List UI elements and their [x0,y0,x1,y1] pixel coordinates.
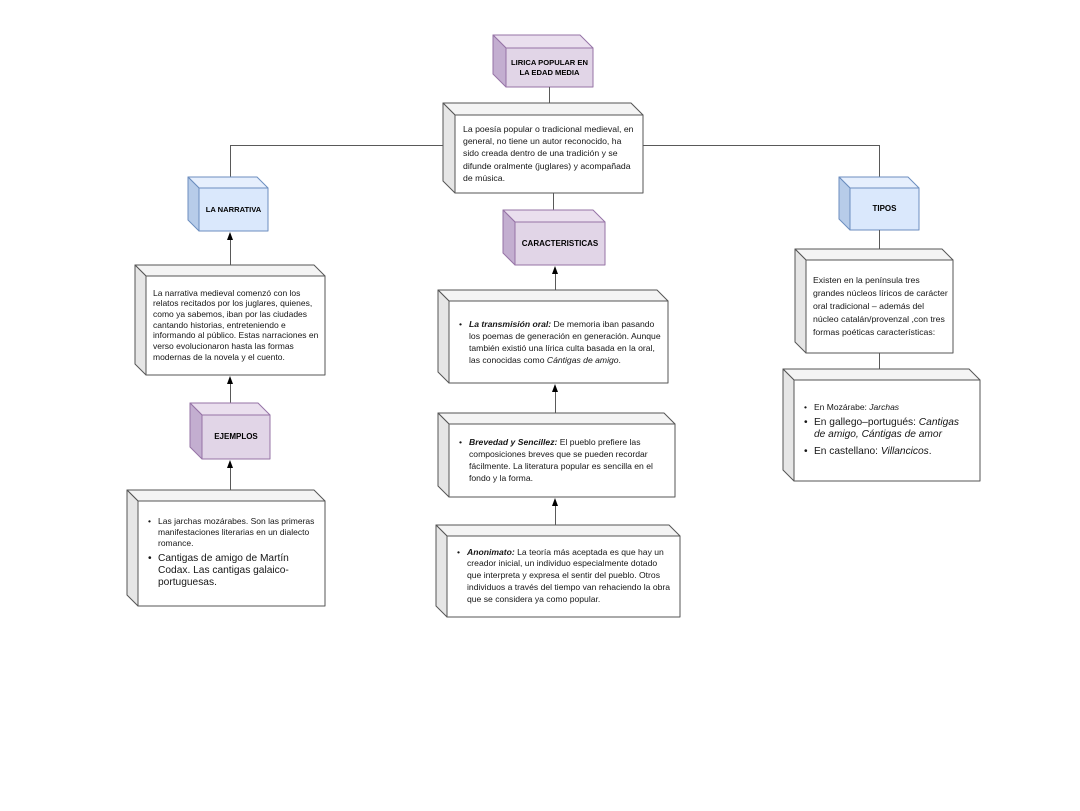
transmision-tail: . [618,354,621,365]
example-item-2: Cantigas de amigo de Martín Codax. Las c… [146,553,318,590]
node-narrativa-label: LA NARRATIVA [205,204,262,214]
connector-root-intro [549,87,550,103]
tipos-item-3: En castellano: Villancicos. [802,446,973,459]
node-examples: Las jarchas mozárabes. Son las primeras … [126,489,326,607]
transmision-italic: Cántigas de amigo [546,354,619,365]
node-transmision-text: La transmisión oral: De memoria iban pas… [449,301,667,382]
node-root: LIRICA POPULAR EN LA EDAD MEDIA [492,34,594,88]
tipos-item-1: En Mozárabe: Jarchas [802,402,973,413]
node-narrativa-desc-text: La narrativa medieval comenzó con los re… [153,287,319,362]
node-tipos-label: TIPOS [872,204,897,213]
node-brevedad-text: Brevedad y Sencillez: El pueblo prefiere… [449,424,674,496]
arrowhead-transmision-caracteristicas [551,266,558,274]
node-tipos: TIPOS [838,176,920,231]
anonimato-lead: Anonimato: [467,546,515,557]
tipos-list: En Mozárabe: Jarchas En gallego–portugué… [794,380,979,480]
connector-tipos-desc [879,230,880,249]
node-examples-list: Las jarchas mozárabes. Son las primeras … [138,501,324,605]
connector-intro-narrativa-v [230,145,231,177]
connector-examples-ejemplos [230,468,231,490]
node-narrativa: LA NARRATIVA [187,176,269,232]
arrowhead-anonimato-brevedad [551,498,558,506]
connector-desc-tiposlist [879,353,880,369]
arrowhead-examples-ejemplos [226,460,233,468]
node-caracteristicas: CARACTERISTICAS [502,209,606,266]
node-ejemplos-label: EJEMPLOS [214,432,258,441]
connector-intro-tipos-h [643,145,879,146]
node-root-label: LIRICA POPULAR EN LA EDAD MEDIA [511,57,588,77]
example-item-1: Las jarchas mozárabes. Son las primeras … [146,516,318,548]
node-tipos-desc-text: Existen en la península tres grandes núc… [813,274,948,337]
connector-intro-tipos-v [879,145,880,177]
node-intro-text: La poesía popular o tradicional medieval… [463,123,634,183]
transmision-body: De memoria iban pasando los poemas de ge… [469,318,661,365]
node-caracteristicas-label: CARACTERISTICAS [521,238,599,248]
connector-transmision-caracteristicas [555,274,556,290]
node-transmision: La transmisión oral: De memoria iban pas… [437,289,669,384]
brevedad-body: El pueblo prefiere las composiciones bre… [469,437,653,483]
arrowhead-desc-narrativa [226,232,233,240]
arrowhead-brevedad-transmision [551,384,558,392]
connector-ejemplos-desc [230,384,231,403]
transmision-lead: La transmisión oral: [469,318,552,329]
connector-intro-narrativa-h [230,145,443,146]
node-tipos-desc: Existen en la península tres grandes núc… [794,248,954,354]
brevedad-lead: Brevedad y Sencillez: [469,437,558,447]
connector-anonimato-brevedad [555,506,556,525]
connector-intro-caracteristicas [553,193,554,210]
node-anonimato-text: Anonimato: La teoría más aceptada es que… [447,536,679,616]
node-intro: La poesía popular o tradicional medieval… [442,102,644,194]
node-anonimato: Anonimato: La teoría más aceptada es que… [435,524,681,618]
connector-desc-narrativa [230,240,231,265]
node-brevedad: Brevedad y Sencillez: El pueblo prefiere… [437,412,676,498]
node-narrativa-desc: La narrativa medieval comenzó con los re… [134,264,326,376]
anonimato-body: La teoría más aceptada es que hay un cre… [467,546,671,604]
arrowhead-ejemplos-desc [226,376,233,384]
tipos-item-2: En gallego–portugués: Cantigas de amigo,… [802,417,973,442]
node-tipos-list: En Mozárabe: Jarchas En gallego–portugué… [782,368,981,482]
connector-brevedad-transmision [555,392,556,413]
node-ejemplos: EJEMPLOS [189,402,271,460]
